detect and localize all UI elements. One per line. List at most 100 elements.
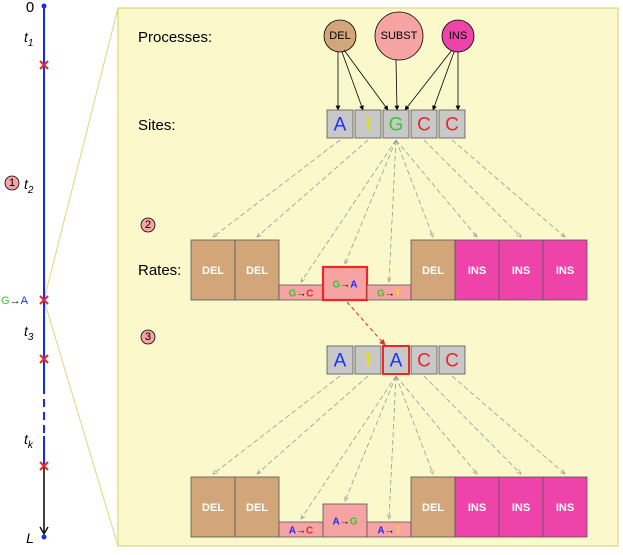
before-dependency-arrow-0: [213, 139, 341, 237]
after-site-box-2: [382, 345, 410, 375]
before-site-letter-3: C: [417, 115, 431, 136]
after-dependency-arrow-1: [257, 375, 369, 474]
site-rate-arrows-after: [213, 375, 565, 519]
after-rate-bar-7: [498, 476, 544, 538]
after-dependency-arrow-3: [345, 375, 397, 501]
site-rate-arrows-before: [213, 139, 565, 282]
before-site-letter-4: C: [445, 115, 459, 136]
before-rate-label-6: INS: [468, 265, 486, 277]
processes-label: Processes:: [138, 29, 212, 46]
after-dependency-arrow-5: [395, 375, 433, 474]
before-rate-bar-1: [234, 239, 280, 301]
before-rate-label-1: DEL: [246, 265, 268, 277]
before-rate-bar-3: [321, 265, 369, 302]
before-dependency-arrow-6: [395, 139, 477, 237]
after-dependency-arrow-0: [213, 375, 341, 474]
before-site-box-0: [326, 109, 354, 139]
process-subst-circle: [374, 11, 424, 61]
selected-event-arrow: [346, 301, 386, 346]
before-rate-bar-0: [190, 239, 236, 301]
after-rate-label-8: INS: [556, 502, 574, 514]
event-mark-1: [39, 60, 49, 70]
before-rate-label-0: DEL: [202, 265, 224, 277]
before-site-letter-2: G: [389, 115, 404, 136]
before-dependency-arrow-2: [301, 139, 397, 282]
after-site-letter-3: C: [417, 351, 431, 372]
step-marker-3: [140, 329, 156, 345]
before-dependency-arrow-8: [451, 139, 565, 237]
after-dependency-arrow-7: [423, 375, 521, 474]
process-arrows: [335, 49, 461, 111]
event-mark-4: [39, 461, 49, 471]
time-label-t2: t2: [24, 176, 34, 196]
after-rate-label-4: A→T: [377, 525, 400, 536]
after-site-letter-1: T: [362, 351, 374, 372]
after-rate-label-7: INS: [512, 502, 530, 514]
before-dependency-arrow-7: [423, 139, 521, 237]
step-marker-2-label: 2: [145, 219, 151, 231]
timeline-bottom-label: L: [26, 530, 34, 546]
after-dependency-arrow-2: [301, 375, 397, 519]
before-rate-label-8: INS: [556, 265, 574, 277]
event-label: G→A: [1, 295, 29, 307]
after-site-box-1: [354, 345, 382, 375]
zoom-line-top: [43, 7, 119, 301]
before-site-box-1: [354, 109, 382, 139]
before-site-letter-1: T: [362, 115, 374, 136]
step-marker-1-label: 1: [9, 177, 15, 189]
after-rate-label-3: A→G: [332, 516, 357, 527]
before-site-box-4: [438, 109, 466, 139]
rates-row-after: DEL DEL A→C A→G A→T DEL INS INS INS: [190, 476, 588, 538]
after-rate-bar-5: [410, 476, 456, 538]
process-del-circle: [323, 19, 357, 53]
after-site-box-3: [410, 345, 438, 375]
step-marker-2: [140, 217, 156, 233]
after-site-letter-2: A: [390, 351, 403, 372]
timeline-top-label: 0: [26, 0, 34, 16]
time-label-t3: t3: [24, 323, 34, 343]
after-dependency-arrow-6: [395, 375, 477, 474]
timeline: 0 L t1 t2 t3 tk 1 G→A: [1, 0, 49, 546]
after-rate-label-2: A→C: [289, 525, 313, 536]
after-rate-label-6: INS: [468, 502, 486, 514]
after-dependency-arrow-8: [451, 375, 565, 474]
timeline-start-dot: [41, 3, 47, 9]
before-rate-bar-7: [498, 239, 544, 301]
time-label-tk: tk: [24, 431, 34, 451]
after-site-box-4: [438, 345, 466, 375]
before-rate-bar-5: [410, 239, 456, 301]
sites-label: Sites:: [138, 117, 176, 134]
rates-label: Rates:: [138, 262, 181, 279]
before-site-box-2: [382, 109, 410, 139]
before-dependency-arrow-1: [257, 139, 369, 237]
after-rate-bar-6: [454, 476, 500, 538]
timeline-end-arrow: [39, 526, 49, 536]
after-rate-label-5: DEL: [422, 502, 444, 514]
time-label-t1: t1: [24, 29, 33, 49]
after-rate-bar-1: [234, 476, 280, 538]
before-dependency-arrow-5: [395, 139, 433, 237]
event-mark-3: [39, 354, 49, 364]
before-rate-label-4: G→T: [377, 288, 401, 299]
event-mark-2: [39, 295, 49, 305]
before-site-box-3: [410, 109, 438, 139]
zoom-line-bottom: [43, 299, 119, 547]
after-rate-label-1: DEL: [246, 502, 268, 514]
step-marker-3-label: 3: [145, 331, 151, 343]
before-rate-label-2: G→C: [288, 288, 313, 299]
before-rate-label-7: INS: [512, 265, 530, 277]
after-rate-bar-3: [322, 503, 368, 538]
after-site-box-0: [326, 345, 354, 375]
after-rate-label-0: DEL: [202, 502, 224, 514]
timeline-end-dot: [41, 534, 47, 540]
process-subst-label: SUBST: [381, 30, 418, 42]
process-del-label: DEL: [329, 30, 350, 42]
before-rate-label-3: G→A: [332, 279, 357, 290]
before-site-letter-0: A: [334, 115, 347, 136]
process-ins-label: INS: [449, 30, 467, 42]
step-marker-1: [4, 175, 20, 191]
